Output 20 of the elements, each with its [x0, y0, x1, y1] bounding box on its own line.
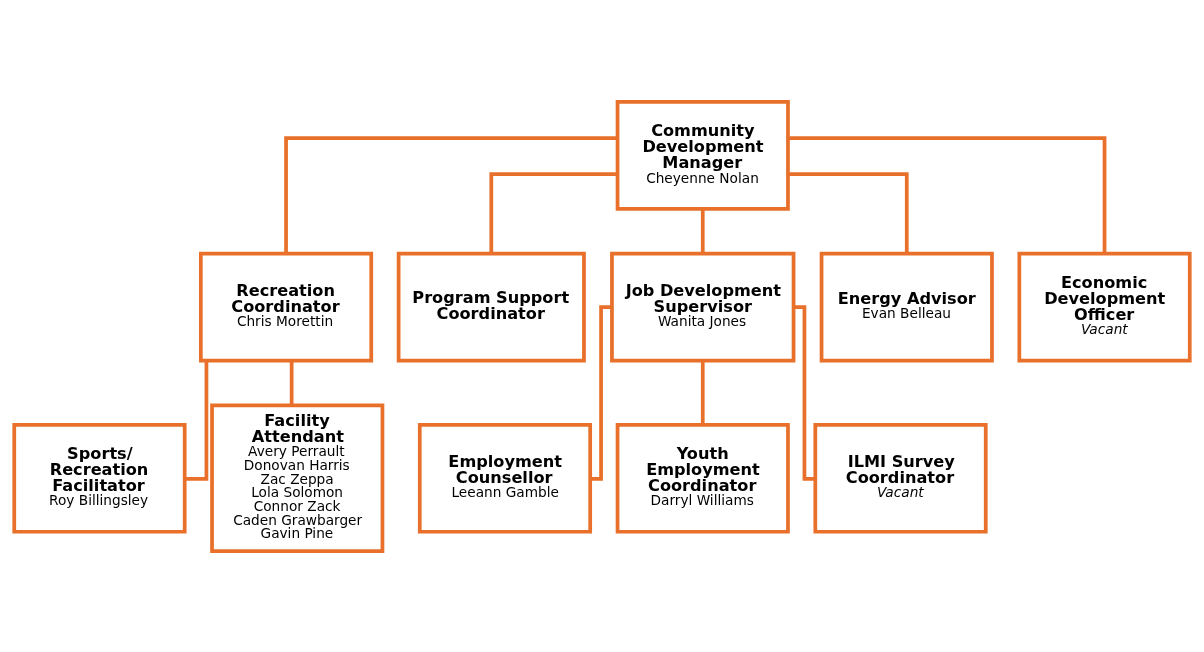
node-box: Recreation Coordinator Chris Morettin [198, 251, 374, 363]
node-box: Youth Employment Coordinator Darryl Williams [615, 422, 790, 534]
connector [284, 135, 618, 254]
node-box: Sports/ Recreation Facilitator Roy Billingsley [12, 422, 187, 534]
node-box: Program Support Coordinator [396, 251, 586, 363]
connector [700, 208, 705, 254]
node-box: Economic Development Officer Vacant [1017, 251, 1192, 363]
connector [788, 135, 1107, 254]
node-box: Employment Counsellor Leeann Gamble [417, 422, 593, 534]
connector [788, 171, 909, 253]
connector [590, 304, 612, 481]
node-box: ILMI Survey Coordinator Vacant [813, 422, 988, 534]
connector [700, 360, 705, 424]
node-box: Energy Advisor Evan Belleau [819, 251, 994, 363]
connector [289, 360, 294, 405]
node-box: Job Development Supervisor Wanita Jones [610, 251, 796, 363]
node-box: Facility Attendant Avery Perrault Donovan Harris Zac Zeppa Lola Solomon Connor Zack Caden Grawbarger Gavin Pine [210, 403, 385, 553]
connector [489, 171, 618, 253]
connector [793, 304, 816, 481]
node-box: Community Development Manager Cheyenne Nolan [615, 99, 790, 211]
